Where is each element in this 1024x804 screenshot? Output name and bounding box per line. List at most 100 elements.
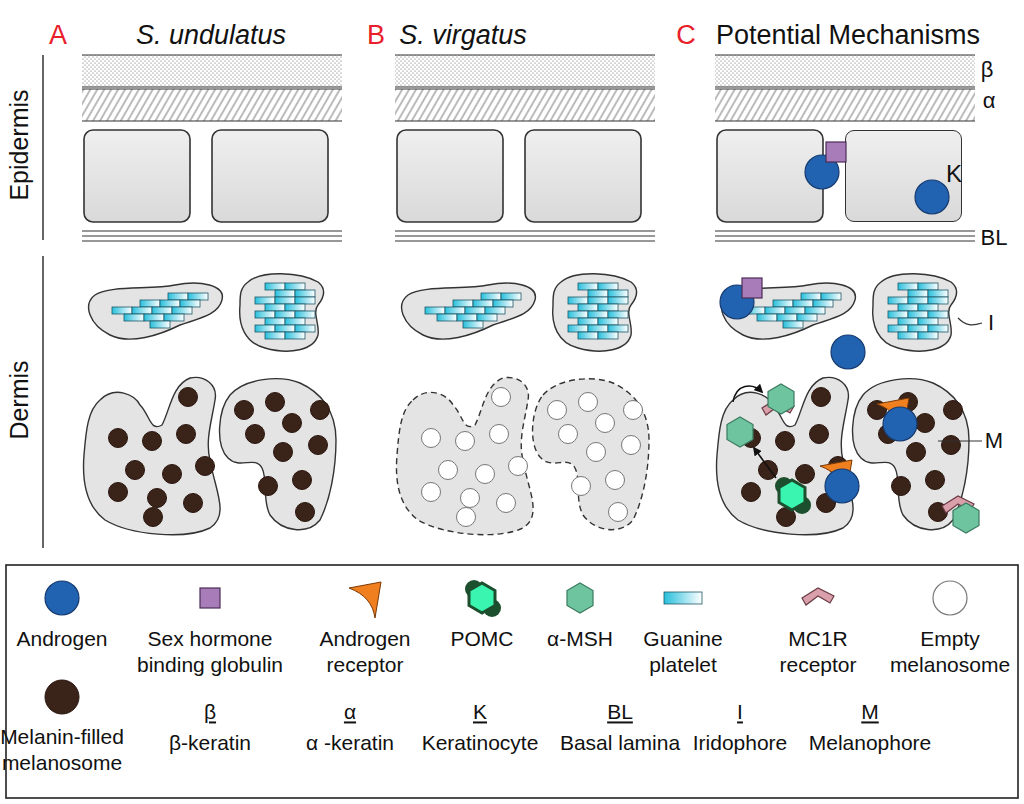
arrow (754, 448, 776, 478)
beta-keratin-layer (715, 55, 975, 87)
androgen-receptor (349, 582, 381, 618)
androgen (720, 285, 754, 319)
guanine-platelet (473, 300, 493, 307)
layer-label: BL (981, 226, 1008, 250)
basal-lamina-line (715, 240, 975, 241)
layer-line (715, 86, 975, 87)
guanine-platelet (275, 297, 295, 304)
abbreviation: BL (607, 700, 633, 723)
keratinocyte (397, 130, 503, 222)
guanine-platelet (112, 307, 132, 314)
layer-line (82, 54, 342, 55)
guanine-platelet (608, 297, 628, 304)
layer-label: I (988, 311, 994, 335)
layer-line (82, 86, 342, 87)
empty-melanosome (476, 465, 495, 484)
dermis-cells (716, 274, 969, 535)
beta-keratin-layer (395, 55, 655, 87)
androgen (915, 180, 949, 214)
guanine-platelet (608, 325, 628, 332)
skin-panel (82, 55, 342, 535)
empty-melanosome (456, 432, 475, 451)
guanine-platelet (275, 325, 295, 332)
mc1r-receptor (942, 496, 974, 513)
melanin-melanosome (177, 425, 196, 444)
basal-lamina-line (82, 240, 342, 241)
guanine-platelet (898, 304, 918, 311)
legend-text: Keratinocyte (410, 730, 550, 756)
melanin-melanosome (235, 401, 254, 420)
legend-text: POMC (437, 626, 527, 652)
guanine-platelet (578, 283, 598, 290)
melanin-melanosome (892, 477, 911, 496)
empty-melanosome (933, 581, 967, 615)
layer-label: M (985, 429, 1003, 453)
legend-frame (6, 565, 1018, 798)
guanine-platelet (501, 293, 521, 300)
melanin-melanosome (109, 483, 128, 502)
guanine-platelet (477, 314, 497, 321)
guanine-platelet (285, 304, 305, 311)
shbg (742, 278, 762, 298)
mc1r-receptor (762, 398, 794, 415)
basal-lamina-line (395, 230, 655, 231)
guanine-platelet (445, 307, 465, 314)
layer-line (395, 120, 655, 121)
keratinocyte: K (845, 130, 962, 222)
legend-text: Iridophore (680, 730, 800, 756)
guanine-platelet (813, 300, 833, 307)
melanin-melanosome (283, 414, 302, 433)
guanine-platelet (578, 318, 598, 325)
guanine-platelet (150, 321, 170, 328)
guanine-platelet (918, 332, 938, 339)
leader-line (938, 440, 982, 441)
keratinocyte (212, 130, 328, 222)
legend-text: Melanophore (800, 730, 940, 756)
melanin-melanosome (926, 471, 945, 490)
melanin-melanosome (781, 489, 800, 508)
alpha-msh (953, 503, 979, 533)
guanine-platelet (664, 592, 702, 604)
layer-line (395, 54, 655, 55)
guanine-platelet (588, 297, 608, 304)
melanin-melanosome (759, 461, 778, 480)
guanine-platelet (785, 307, 805, 314)
guanine-platelet (295, 297, 315, 304)
guanine-platelet (275, 311, 295, 318)
melanin-melanosome (777, 508, 796, 527)
empty-melanosome (422, 483, 441, 502)
panel-c-molecules (720, 142, 979, 533)
guanine-platelet (295, 311, 315, 318)
dermis-cells (83, 274, 336, 535)
keratinocyte (525, 130, 641, 222)
guanine-platelet (568, 311, 588, 318)
layer-label: α (983, 89, 996, 113)
dermis-cells (396, 274, 649, 535)
guanine-platelet (757, 314, 777, 321)
melanin-melanosome (742, 429, 761, 448)
empty-melanosome (461, 489, 480, 508)
empty-melanosome (559, 425, 578, 444)
node-label: K (946, 161, 962, 187)
keratinocyte (84, 130, 190, 222)
melanin-melanosome (776, 432, 795, 451)
basal-lamina-line (715, 235, 975, 236)
guanine-platelet (928, 311, 948, 318)
skin-panel (395, 55, 655, 535)
guanine-platelet (295, 325, 315, 332)
guanine-platelet (140, 300, 160, 307)
legend-text: Androgen (2, 626, 122, 652)
layer-line (715, 120, 975, 121)
guanine-platelet (928, 325, 948, 332)
melanin-melanosome (259, 477, 278, 496)
guanine-platelet (908, 297, 928, 304)
guanine-platelet (265, 318, 285, 325)
section-bracket (42, 55, 44, 240)
legend-text: Basal lamina (550, 730, 690, 756)
guanine-platelet (888, 297, 908, 304)
androgen (831, 335, 865, 369)
guanine-platelet (180, 300, 200, 307)
guanine-platelet (773, 300, 793, 307)
melanin-melanosome (266, 393, 285, 412)
